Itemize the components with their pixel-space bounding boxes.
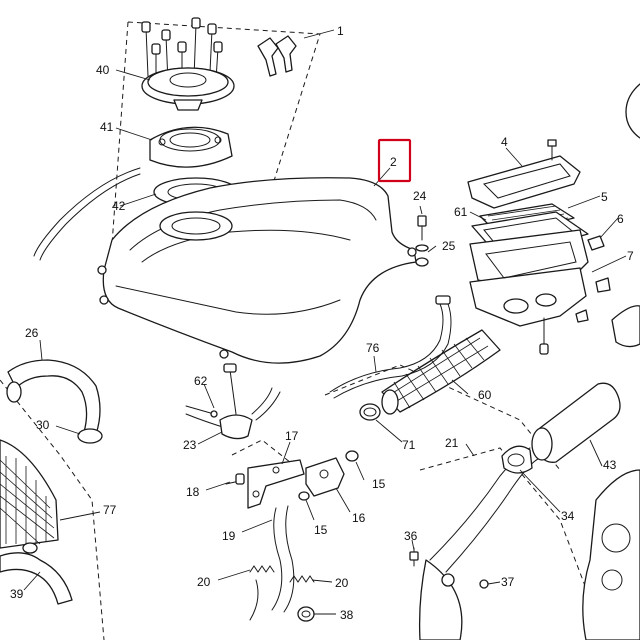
bolt-part-24 [417,215,427,241]
hose-part-76 [329,295,452,399]
fuel-sensor-part-23 [185,363,281,440]
radiator-part-77 [0,439,59,549]
callout-62: 62 [194,374,208,388]
bolt-part-36 [409,547,419,567]
callout-2: 2 [390,155,397,169]
callout-26: 26 [25,326,39,340]
callout-34: 34 [561,509,575,523]
callout-30: 30 [36,418,50,432]
clamp-part-38 [297,606,315,622]
callout-36: 36 [404,529,418,543]
callout-18: 18 [186,485,200,499]
callout-60: 60 [478,388,492,402]
callout-5: 5 [601,190,608,204]
callout-6: 6 [617,212,624,226]
airbox-cover-part-4 [467,139,581,209]
callout-25: 25 [442,239,456,253]
filler-ring-part-41 [149,126,233,168]
callout-20-right: 20 [335,576,349,590]
fuel-tank-part-2 [97,177,417,364]
spring-part-20 [249,565,315,583]
callout-76: 76 [366,341,380,355]
exhaust-pipe-part-21 [418,447,541,640]
muffler-part-43 [531,382,621,463]
hose-clamp-part-71 [359,403,381,421]
washer-part-25 [415,244,429,267]
ignition-keys [257,35,297,77]
fuel-cap-part-40 [141,67,235,111]
callout-71: 71 [402,438,416,452]
engine-part [582,469,640,640]
callout-7: 7 [627,249,634,263]
hose-part-19 [249,505,295,621]
callout-38: 38 [340,608,354,622]
callout-43: 43 [603,458,617,472]
callout-1: 1 [337,24,344,38]
callout-24: 24 [413,189,427,203]
callout-77: 77 [103,503,117,517]
callout-42: 42 [112,199,126,213]
coolant-hose-part-39 [0,542,73,605]
callout-20-left: 20 [197,575,211,589]
callout-40: 40 [96,63,110,77]
hose-clamp-part-30 [6,381,103,444]
callout-61: 61 [454,205,468,219]
breather-hose [33,167,141,261]
callout-4: 4 [501,135,508,149]
callout-21: 21 [445,436,459,450]
grommet-part-15 [298,450,359,501]
airbox-body-part-7 [469,229,589,355]
mount-bracket-part [611,305,640,348]
fuel-cap-bolts [141,17,223,87]
gauge-edge-part [625,83,640,139]
clip-part-6 [575,235,611,323]
callout-17: 17 [285,429,299,443]
radiator-hose-part-26 [7,359,101,435]
callout-15-upper: 15 [372,477,386,491]
sensor-part-16 [305,457,345,497]
bracket-part-17 [247,459,305,509]
leader-lines [23,29,627,615]
callout-23: 23 [183,438,197,452]
callout-19: 19 [222,529,236,543]
callout-39: 39 [10,587,24,601]
highlight-box [377,138,412,183]
callout-15-lower: 15 [314,523,328,537]
nut-part-37 [479,579,489,589]
bolt-part-18 [225,473,245,485]
callout-41: 41 [100,120,114,134]
callout-labels: 1 2 4 5 6 7 15 15 16 17 18 19 20 20 21 2… [10,24,634,622]
intake-duct-part-60 [381,329,501,415]
callout-16: 16 [352,511,366,525]
callout-37: 37 [501,575,515,589]
heat-shield-part-34 [501,445,533,474]
